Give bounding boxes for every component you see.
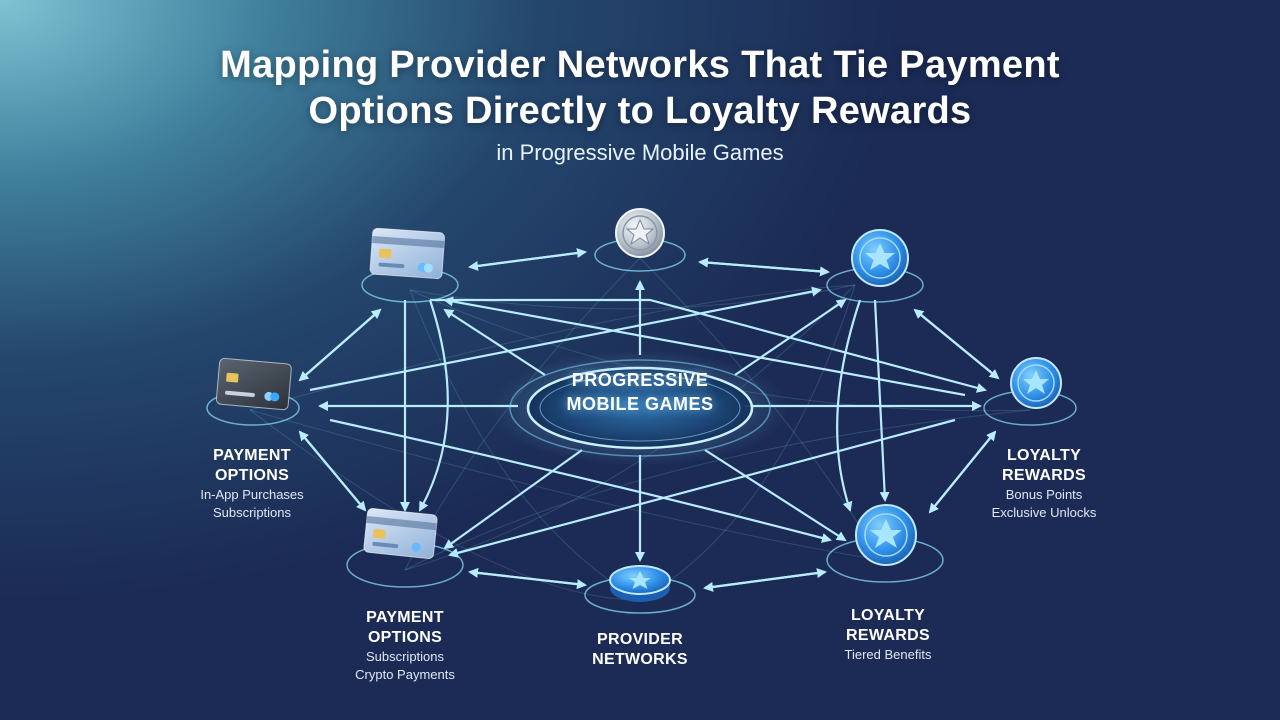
payment-options-left-label: PAYMENT OPTIONS In-App Purchases Subscri… <box>172 446 332 522</box>
star-coin-icon-top-right <box>851 229 909 287</box>
payment-options-bottom-title-2: OPTIONS <box>367 629 443 646</box>
loyalty-rewards-bottom-title-2: REWARDS <box>846 627 930 644</box>
loyalty-rewards-right-item-1: Bonus Points <box>1005 487 1083 502</box>
star-coin-icon-bottom <box>609 565 671 602</box>
center-hub-label-line-1: PROGRESSIVE <box>571 370 709 390</box>
center-hub-label-line-2: MOBILE GAMES <box>566 394 714 414</box>
silver-star-coin-icon <box>615 208 665 258</box>
star-coin-icon-bottom-right <box>855 504 917 566</box>
payment-options-left-item-2: Subscriptions <box>212 505 292 520</box>
loyalty-rewards-right-title-1: LOYALTY <box>1006 447 1082 464</box>
provider-networks-label: PROVIDER NETWORKS <box>560 630 720 670</box>
loyalty-rewards-bottom-label: LOYALTY REWARDS Tiered Benefits <box>808 606 968 664</box>
center-hub <box>490 350 790 466</box>
page-title-line-2: Options Directly to Loyalty Rewards <box>308 90 972 132</box>
payment-options-bottom-title-1: PAYMENT <box>366 609 444 626</box>
provider-networks-title-1: PROVIDER <box>597 631 683 648</box>
page-title-line-1: Mapping Provider Networks That Tie Payme… <box>220 44 1060 86</box>
card-icon-left <box>215 357 292 411</box>
page-subtitle: in Progressive Mobile Games <box>496 140 784 165</box>
connector-arrows <box>298 248 1000 592</box>
star-coin-icon-right <box>1010 357 1062 409</box>
payment-options-left-title-2: OPTIONS <box>214 467 290 484</box>
payment-options-left-title-1: PAYMENT <box>213 447 291 464</box>
loyalty-rewards-bottom-title-1: LOYALTY <box>850 607 926 624</box>
loyalty-rewards-right-item-2: Exclusive Unlocks <box>991 505 1097 520</box>
payment-options-bottom-item-2: Crypto Payments <box>355 667 455 682</box>
card-icon-bottom-left <box>363 507 438 560</box>
payment-options-bottom-item-1: Subscriptions <box>365 649 445 664</box>
card-icon-top-left <box>369 227 445 280</box>
payment-options-bottom-label: PAYMENT OPTIONS Subscriptions Crypto Pay… <box>325 608 485 684</box>
provider-networks-title-2: NETWORKS <box>592 651 688 668</box>
center-hub-label: PROGRESSIVE MOBILE GAMES <box>520 368 760 416</box>
loyalty-rewards-right-title-2: REWARDS <box>1002 467 1086 484</box>
payment-options-left-item-1: In-App Purchases <box>200 487 304 502</box>
loyalty-rewards-bottom-item-1: Tiered Benefits <box>844 647 932 662</box>
loyalty-rewards-right-label: LOYALTY REWARDS Bonus Points Exclusive U… <box>964 446 1124 522</box>
